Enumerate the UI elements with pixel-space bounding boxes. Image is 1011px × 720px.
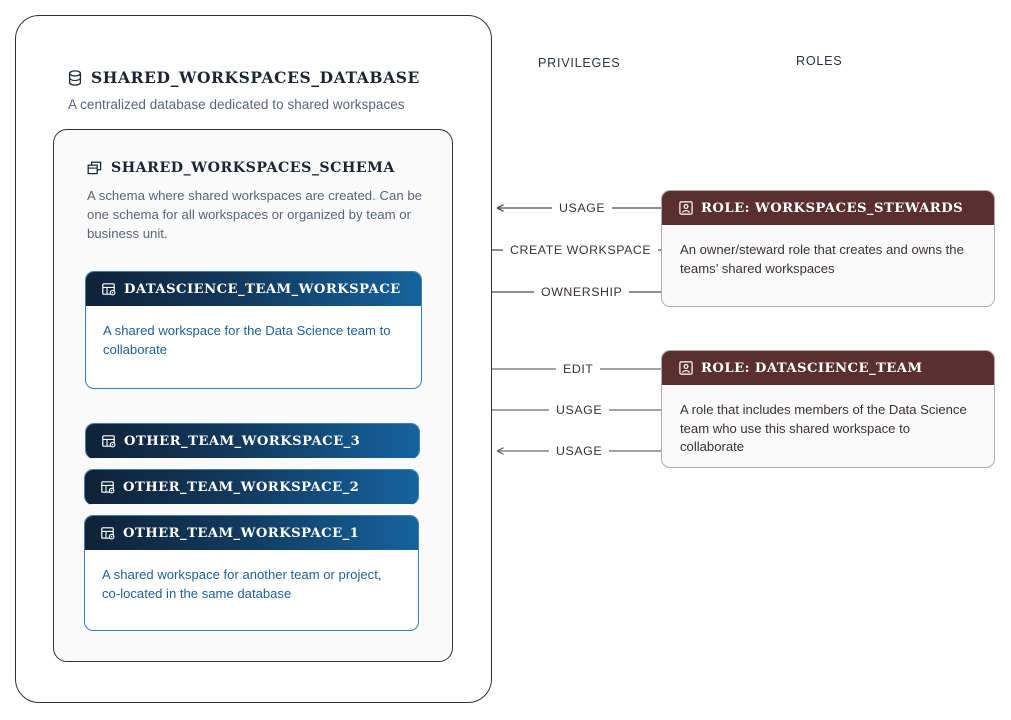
workspace-grid-icon xyxy=(102,434,116,448)
role-card-title: ROLE: WORKSPACES_STEWARDS xyxy=(701,200,964,216)
role-card-description: A role that includes members of the Data… xyxy=(680,402,967,454)
database-cylinder-icon xyxy=(68,69,82,86)
role-card-description: An owner/steward role that creates and o… xyxy=(680,242,964,276)
workspace-card-other-team-2[interactable]: OTHER_TEAM_WORKSPACE_2 xyxy=(84,469,419,505)
workspace-card-header: OTHER_TEAM_WORKSPACE_3 xyxy=(86,424,419,458)
workspace-grid-icon xyxy=(101,526,115,540)
role-card-title: ROLE: DATASCIENCE_TEAM xyxy=(701,360,923,376)
role-card-header: ROLE: WORKSPACES_STEWARDS xyxy=(662,191,994,225)
schema-description: A schema where shared workspaces are cre… xyxy=(87,188,422,241)
workspace-card-header: OTHER_TEAM_WORKSPACE_1 xyxy=(85,516,418,550)
connector-label-usage-schema-dsteam: USAGE xyxy=(549,444,610,458)
workspace-grid-icon xyxy=(101,480,115,494)
workspace-card-title: OTHER_TEAM_WORKSPACE_3 xyxy=(124,433,361,449)
connector-label-usage-schema-stewards: USAGE xyxy=(552,201,613,215)
workspace-card-other-team-3[interactable]: OTHER_TEAM_WORKSPACE_3 xyxy=(85,423,420,459)
workspace-card-title: DATASCIENCE_TEAM_WORKSPACE xyxy=(124,281,401,297)
role-user-badge-icon xyxy=(679,361,693,375)
column-header-privileges: PRIVILEGES xyxy=(538,56,621,70)
role-card-datascience-team[interactable]: ROLE: DATASCIENCE_TEAM A role that inclu… xyxy=(661,350,995,468)
database-description: A centralized database dedicated to shar… xyxy=(68,97,405,112)
workspace-grid-icon xyxy=(102,282,116,296)
workspace-card-header: OTHER_TEAM_WORKSPACE_2 xyxy=(85,470,418,504)
workspace-card-description: A shared workspace for another team or p… xyxy=(102,567,382,601)
workspace-card-title: OTHER_TEAM_WORKSPACE_2 xyxy=(123,479,360,495)
role-card-workspaces-stewards[interactable]: ROLE: WORKSPACES_STEWARDS An owner/stewa… xyxy=(661,190,995,307)
database-title-row: SHARED_WORKSPACES_DATABASE xyxy=(68,68,420,87)
database-title: SHARED_WORKSPACES_DATABASE xyxy=(91,68,420,87)
connector-label-ownership: OWNERSHIP xyxy=(534,285,630,299)
connector-label-edit: EDIT xyxy=(556,362,601,376)
connector-label-usage-database-dsteam: USAGE xyxy=(549,403,610,417)
workspace-card-title: OTHER_TEAM_WORKSPACE_1 xyxy=(123,525,360,541)
schema-stacked-panels-icon xyxy=(87,161,102,175)
schema-title: SHARED_WORKSPACES_SCHEMA xyxy=(111,160,395,176)
connector-label-create-workspace: CREATE WORKSPACE xyxy=(503,243,659,257)
workspace-card-header: DATASCIENCE_TEAM_WORKSPACE xyxy=(86,272,421,306)
column-header-roles: ROLES xyxy=(796,54,843,68)
schema-title-row: SHARED_WORKSPACES_SCHEMA xyxy=(87,160,395,176)
role-card-header: ROLE: DATASCIENCE_TEAM xyxy=(662,351,994,385)
workspace-card-other-team-1[interactable]: OTHER_TEAM_WORKSPACE_1 A shared workspac… xyxy=(84,515,419,631)
role-user-badge-icon xyxy=(679,201,693,215)
workspace-card-datascience-team[interactable]: DATASCIENCE_TEAM_WORKSPACE A shared work… xyxy=(85,271,422,389)
workspace-card-description: A shared workspace for the Data Science … xyxy=(103,323,391,357)
